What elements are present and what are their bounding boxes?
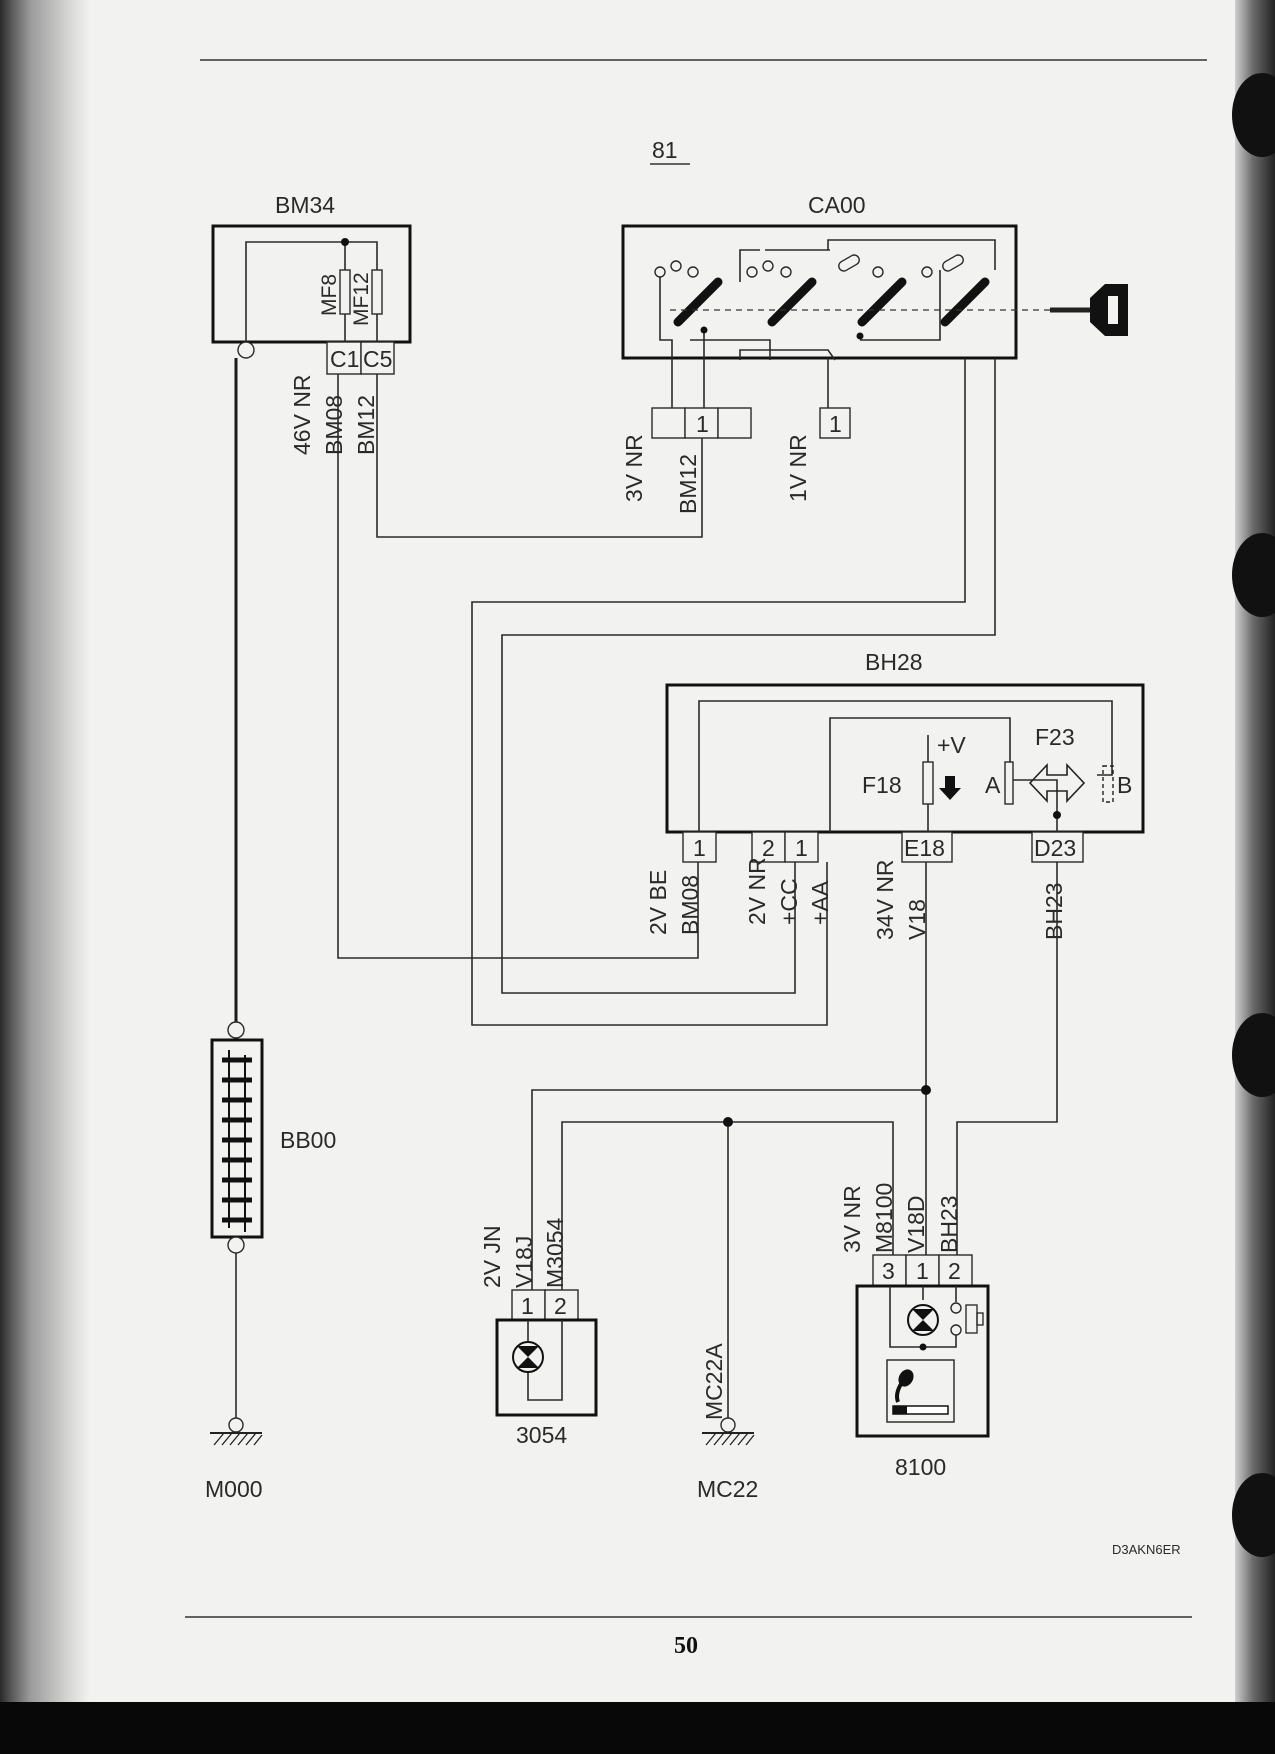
lamp-icon [907, 1304, 939, 1336]
binder-holes [1232, 73, 1275, 1557]
lamp-icon [512, 1341, 544, 1373]
wire-label: BM12 [353, 395, 379, 455]
bh28-pin-d23: D23 [1034, 835, 1076, 861]
terminal-a-label: A [985, 772, 1001, 798]
key-icon [1050, 284, 1128, 336]
m000-label: M000 [205, 1476, 263, 1502]
splice-dot [341, 238, 349, 246]
bh28-pin-1: 1 [693, 835, 706, 861]
wires [234, 358, 1058, 1425]
reference-code: D3AKN6ER [1112, 1542, 1181, 1557]
bh28-label: BH28 [865, 649, 923, 675]
c3054-label: 3054 [516, 1422, 567, 1448]
wire-label: BM08 [321, 395, 347, 455]
wire-label: 2V NR [744, 857, 770, 925]
wire-label: BH23 [1041, 882, 1067, 940]
pin-c5: C5 [363, 346, 392, 372]
wire-label: V18 [904, 899, 930, 940]
component-8100: 3 1 2 8100 [855, 1254, 990, 1480]
pin-c1: C1 [330, 346, 359, 372]
bh28-pin-1b: 1 [795, 835, 808, 861]
bh28-pin-e18: E18 [904, 835, 945, 861]
ground-icon [210, 1417, 263, 1446]
wire-label: M8100 [871, 1183, 897, 1253]
wire-label: 1V NR [785, 434, 811, 502]
binder-edge [1235, 0, 1275, 1754]
ground-icon [702, 1417, 755, 1446]
fuse-f18 [922, 761, 934, 805]
splice-dot [921, 1085, 931, 1095]
component-bh28: BH28 +V F18 A F23 B 1 2 1 E18 D23 [665, 649, 1145, 863]
switch-icon [965, 1304, 984, 1334]
fuse-mf12 [371, 269, 383, 315]
wire-label: M3054 [542, 1217, 568, 1288]
f23-label: F23 [1035, 724, 1075, 750]
wire-label: BM12 [675, 454, 701, 514]
mc22-label: MC22 [697, 1476, 758, 1502]
wire-label: BH23 [936, 1195, 962, 1253]
wire-label: +CC [776, 878, 802, 925]
wire-label: 34V NR [872, 859, 898, 940]
component-bb00: BB00 [210, 1021, 336, 1254]
c8100-pin-1: 1 [916, 1258, 929, 1284]
plus-v-label: +V [937, 732, 966, 758]
bm34-label: BM34 [275, 192, 335, 218]
fuse-mf8-label: MF8 [318, 274, 341, 316]
c3054-pin-1: 1 [521, 1293, 534, 1319]
wire-label: 2V BE [645, 870, 671, 935]
bb00-label: BB00 [280, 1127, 336, 1153]
splice-dot [723, 1117, 733, 1127]
fuse-mf8 [339, 269, 351, 315]
ca00-pin-1b: 1 [829, 411, 842, 437]
scan-bottom-band [0, 1702, 1275, 1754]
cigar-lighter-icon [892, 1369, 949, 1415]
wire-label: 3V NR [839, 1185, 865, 1253]
wire-label: +AA [807, 880, 833, 925]
f18-label: F18 [862, 772, 902, 798]
wire-label: 46V NR [289, 374, 315, 455]
ca00-pin-1: 1 [696, 411, 709, 437]
wire-label: MC22A [701, 1343, 727, 1420]
bh28-pin-2: 2 [762, 835, 775, 861]
component-ca00: CA00 [621, 192, 1128, 439]
wire-label: 2V JN [479, 1225, 505, 1288]
bidirectional-arrow-icon [1028, 762, 1086, 804]
c8100-pin-3: 3 [882, 1258, 895, 1284]
component-3054: 1 2 3054 [495, 1289, 598, 1448]
ca00-label: CA00 [808, 192, 866, 218]
fuse-mf12-label: MF12 [350, 272, 373, 326]
wire-label: V18J [511, 1236, 537, 1288]
component-bm34: BM34 MF8 MF12 C1 C5 [211, 192, 412, 375]
terminal-b-label: B [1117, 772, 1132, 798]
c3054-pin-2: 2 [554, 1293, 567, 1319]
c8100-pin-2: 2 [948, 1258, 961, 1284]
diagram-number: 81 [652, 137, 678, 163]
c8100-label: 8100 [895, 1454, 946, 1480]
wire-label: V18D [903, 1195, 929, 1253]
arrow-down-icon [939, 776, 961, 800]
page-number: 50 [674, 1633, 698, 1659]
scan-left-edge [0, 0, 90, 1754]
wire-label: 3V NR [621, 434, 647, 502]
wire-label: BM08 [677, 875, 703, 935]
